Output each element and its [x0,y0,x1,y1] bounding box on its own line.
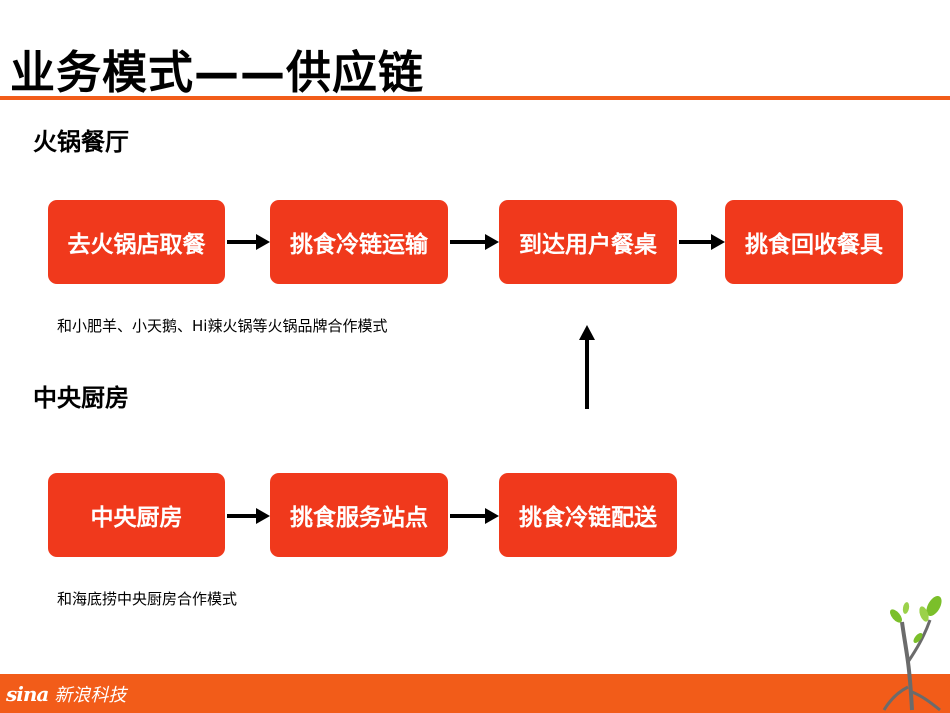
footer-bar [0,674,950,713]
page-title: 业务模式——供应链 [10,46,425,99]
arrow-kitchen-up [579,325,595,409]
flow-box-hotpot-3: 到达用户餐桌 [499,200,677,284]
note-hotpot: 和小肥羊、小天鹅、Hi辣火锅等火锅品牌合作模式 [57,317,388,335]
section-label-kitchen: 中央厨房 [33,384,129,412]
title-divider [0,96,950,100]
sina-logo: sina [6,682,49,706]
arrow-hotpot-2-3 [450,234,499,250]
section-label-hotpot: 火锅餐厅 [33,128,129,156]
arrow-hotpot-1-2 [227,234,270,250]
flow-box-hotpot-2: 挑食冷链运输 [270,200,448,284]
arrow-hotpot-3-4 [679,234,725,250]
flow-box-hotpot-1: 去火锅店取餐 [48,200,225,284]
brand-name: 新浪科技 [54,685,127,706]
arrow-kitchen-2-3 [450,508,499,524]
flow-box-kitchen-2: 挑食服务站点 [270,473,448,557]
flow-box-kitchen-1: 中央厨房 [48,473,225,557]
flow-box-hotpot-4: 挑食回收餐具 [725,200,903,284]
brand-logo: sina 新浪科技 [6,680,126,708]
sprout-tree-icon [882,596,942,712]
note-kitchen: 和海底捞中央厨房合作模式 [57,590,238,608]
flow-box-kitchen-3: 挑食冷链配送 [499,473,677,557]
arrow-kitchen-1-2 [227,508,270,524]
